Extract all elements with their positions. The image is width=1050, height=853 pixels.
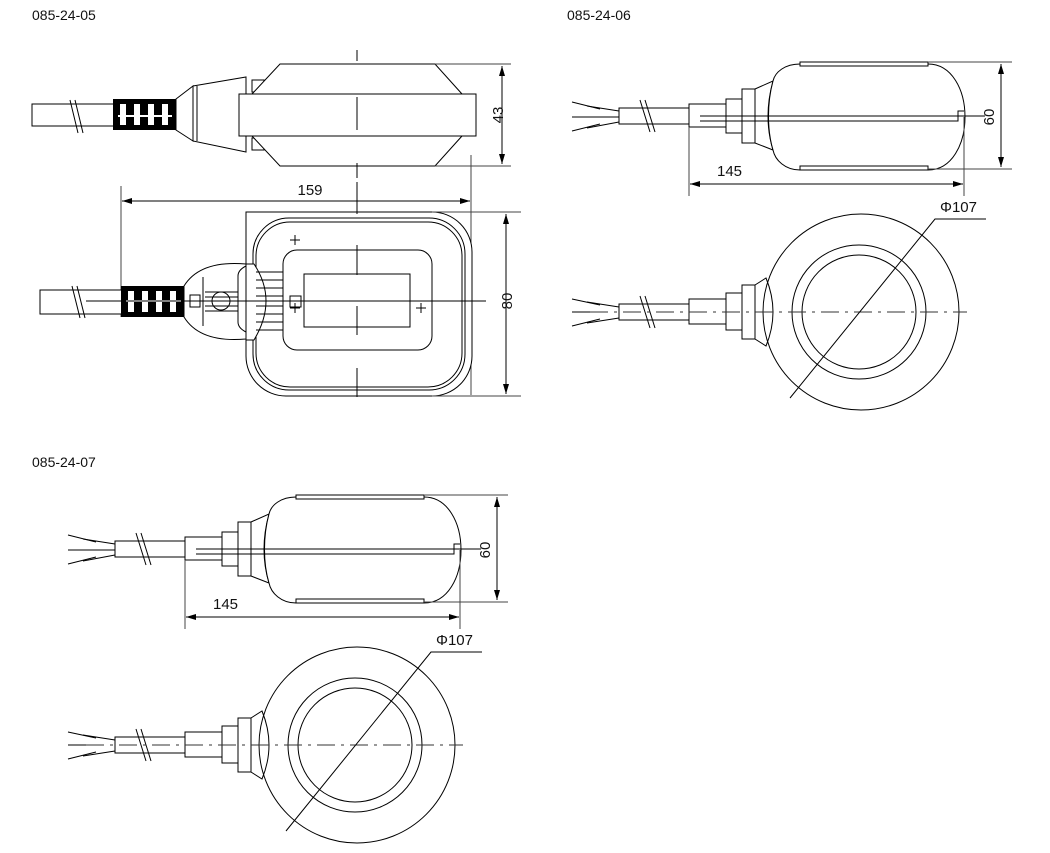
dimension-width: 80: [499, 293, 516, 310]
model-label: 085-24-05: [32, 7, 96, 23]
dimension-height: 43: [490, 107, 507, 124]
dimension-length: 159: [297, 182, 322, 199]
dimension-diameter: Φ107: [940, 199, 977, 216]
model-label: 085-24-06: [567, 7, 631, 23]
float-switch-05-side-view: 43: [31, 50, 511, 178]
float-switch-06-drawing: 60 145 Φ107: [572, 62, 1012, 410]
dimension-height: 60: [981, 109, 998, 126]
dimension-length: 145: [717, 163, 742, 180]
dimension-length: 145: [213, 596, 238, 613]
float-switch-05-top-view: 159 80: [39, 155, 521, 397]
dimension-height: 60: [477, 542, 494, 559]
dimension-diameter: Φ107: [436, 632, 473, 649]
model-label: 085-24-07: [32, 454, 96, 470]
float-switch-07-drawing: 60 145 Φ107: [68, 495, 508, 843]
